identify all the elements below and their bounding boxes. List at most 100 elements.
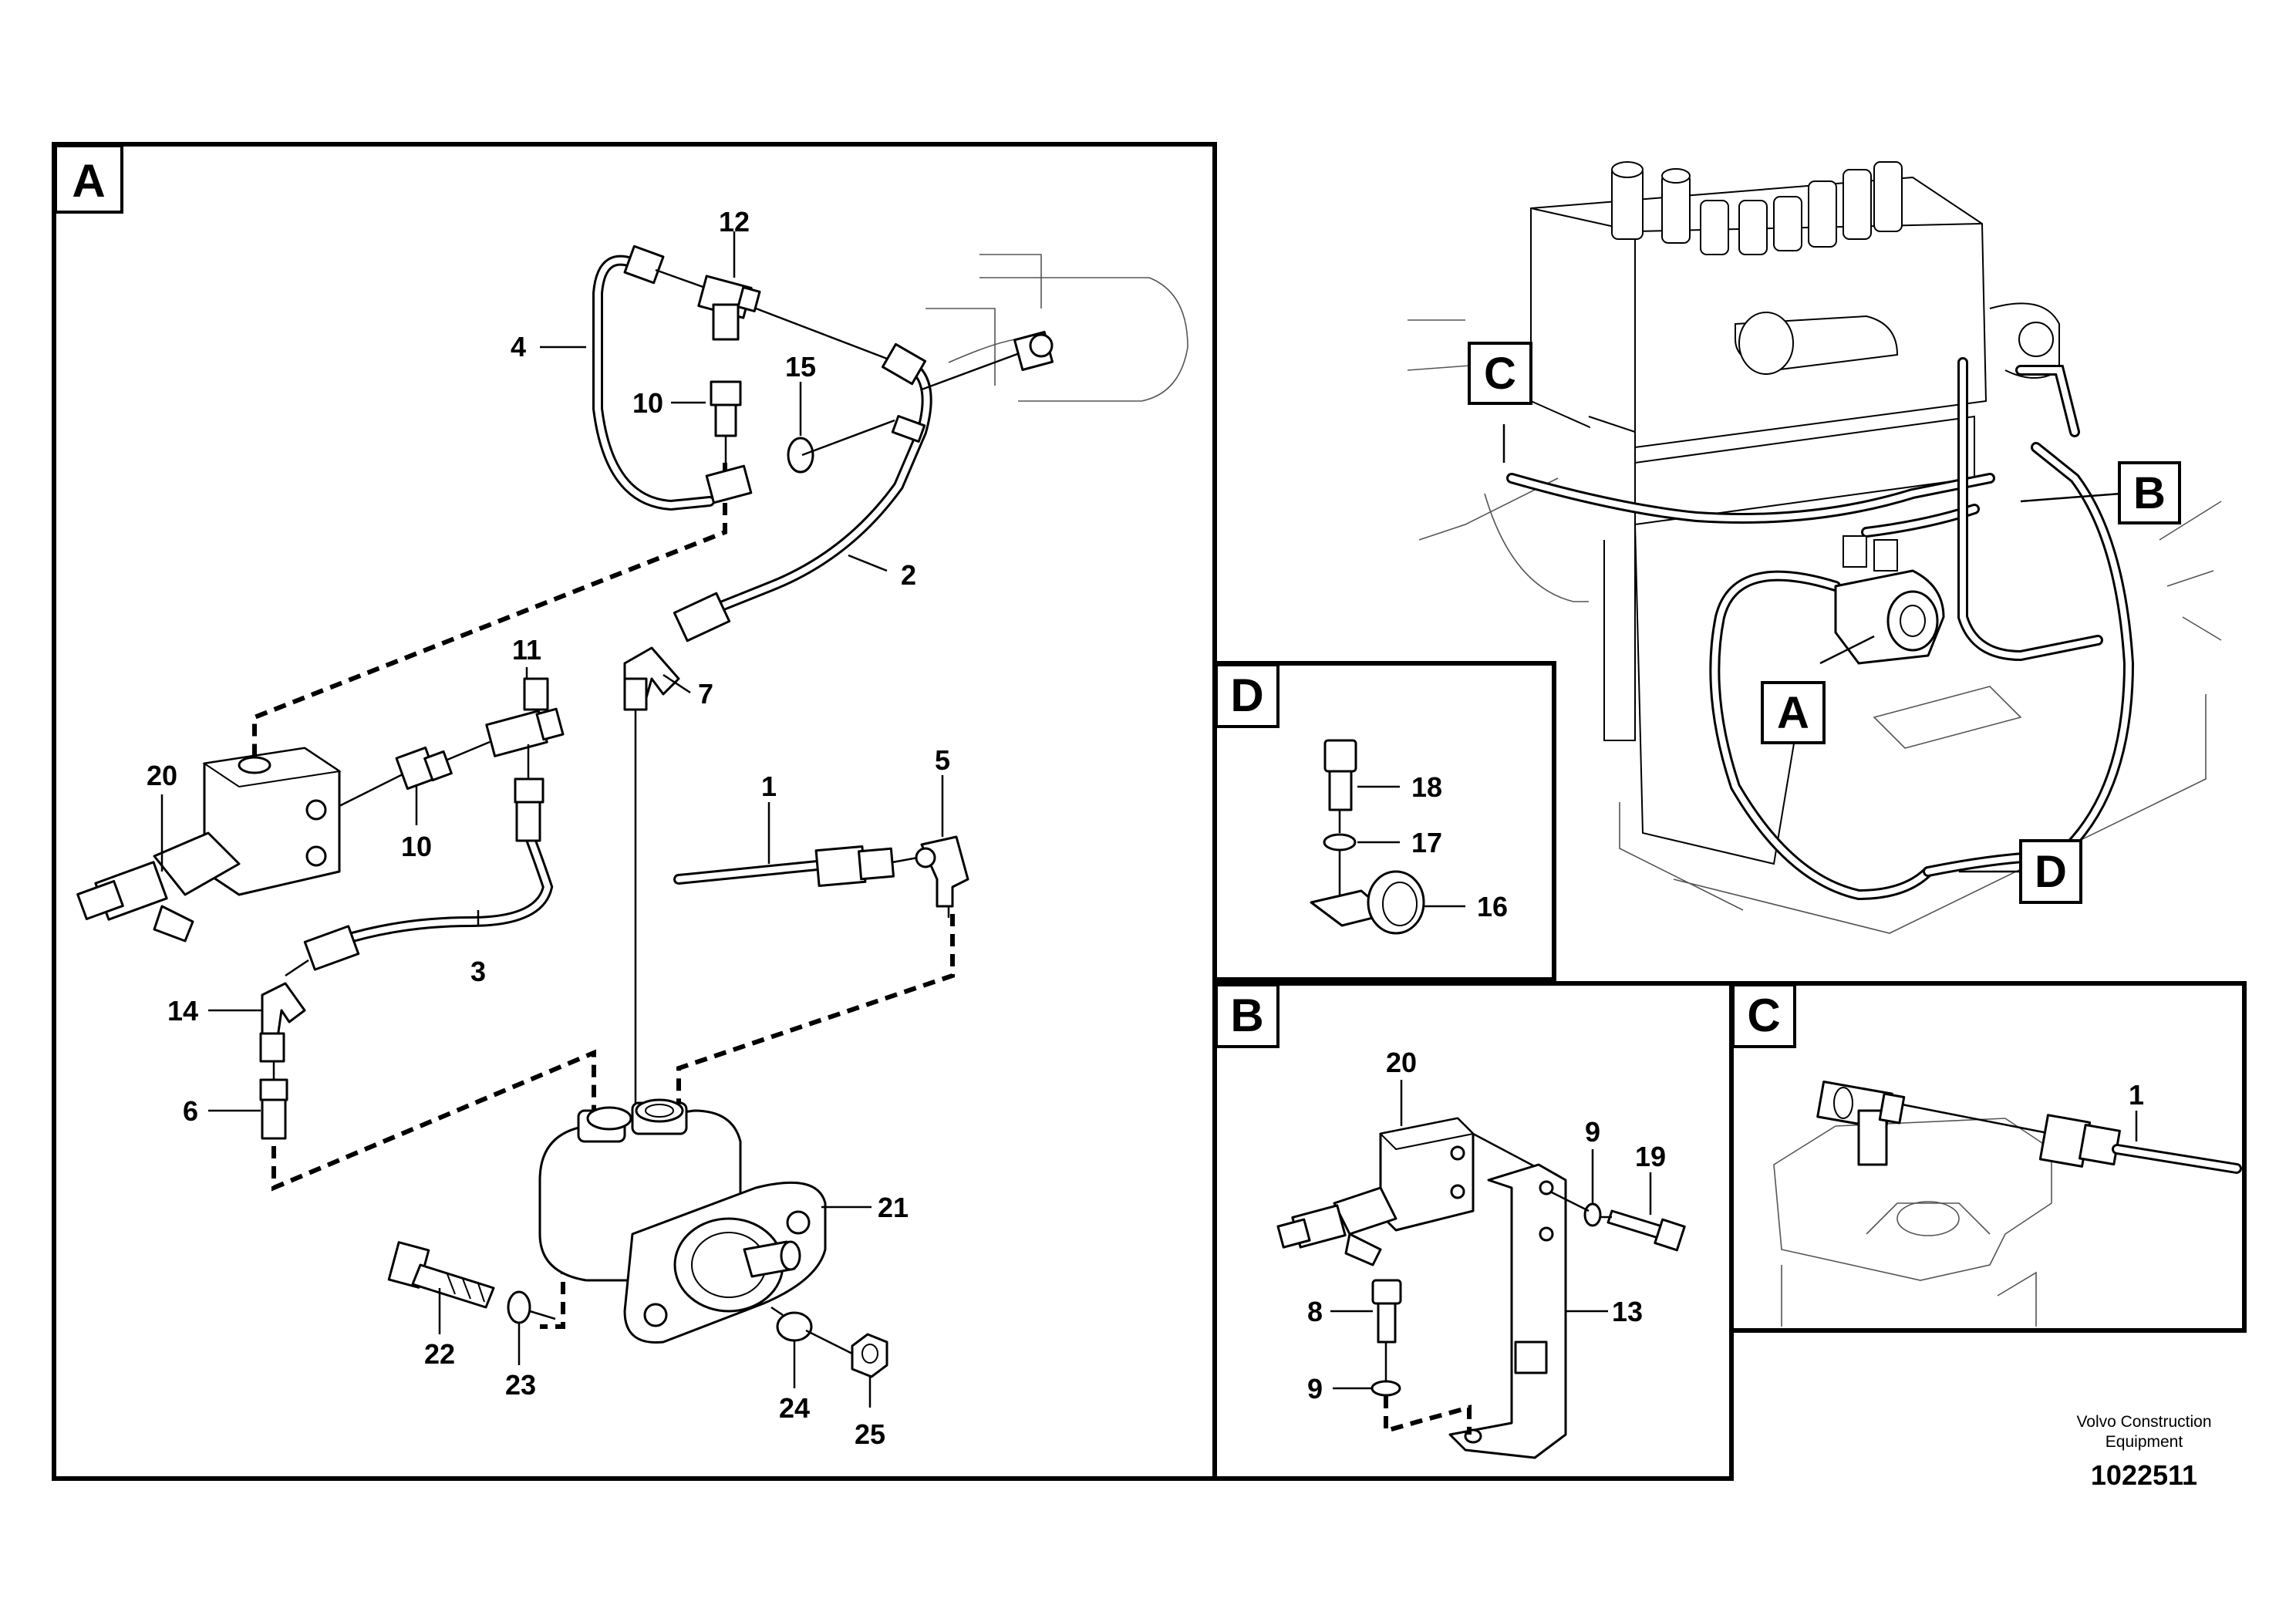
overview-letter-a: A: [1777, 688, 1809, 738]
hose-1-c: [2038, 1114, 2242, 1174]
hose-1-a: [673, 845, 895, 888]
callout-5: 5: [935, 744, 950, 776]
footer-company-line1: Volvo Construction: [2076, 1413, 2211, 1431]
solenoid-block-20-b: [1276, 1117, 1475, 1266]
callout-24: 24: [779, 1392, 810, 1424]
panel-a-corner-label: A: [54, 144, 123, 214]
callout-2: 2: [901, 559, 916, 591]
callout-3: 3: [470, 956, 486, 987]
line-21-to-24: [770, 1306, 784, 1317]
dashed-line-6-to-pump: [271, 1049, 596, 1192]
adapter-10-upper: [710, 380, 742, 437]
callout-1-c: 1: [2129, 1079, 2144, 1111]
callout-1-a: 1: [761, 771, 777, 802]
callout-19: 19: [1635, 1141, 1666, 1172]
bolt-18: [1323, 739, 1357, 811]
callout-25: 25: [855, 1418, 885, 1450]
callout-7: 7: [698, 678, 713, 710]
adapter-6: [259, 1078, 288, 1140]
panel-c-drawing: 1: [1773, 1079, 2242, 1327]
line-23-to-22: [529, 1310, 556, 1320]
washer-23: [507, 1290, 531, 1324]
elbow-5: [915, 835, 969, 908]
callout-14: 14: [167, 995, 198, 1027]
bolt-22: [387, 1241, 495, 1309]
line-2-to-machine: [921, 349, 1027, 391]
footer: Volvo Construction Equipment 1022511: [2076, 1413, 2211, 1491]
washer-9-lower: [1371, 1380, 1401, 1397]
overview-control-valve: [1530, 161, 2060, 865]
panel-a-drawing: [76, 244, 1188, 1378]
line-12-to-2: [751, 305, 888, 360]
callout-18: 18: [1411, 771, 1442, 803]
overview-callout-d: D: [1959, 839, 2082, 904]
panel-d-drawing: 18 17 16: [1310, 739, 1508, 935]
callout-20: 20: [147, 760, 177, 791]
callout-8: 8: [1307, 1296, 1323, 1327]
callout-9-upper: 9: [1585, 1116, 1600, 1148]
callout-16: 16: [1477, 891, 1508, 922]
washer-9-upper: [1583, 1202, 1602, 1227]
callout-13: 13: [1612, 1296, 1643, 1327]
overview-callout-c: C: [1468, 342, 1532, 463]
panel-d-frame: [1212, 661, 1556, 982]
line-1-to-5: [892, 856, 919, 864]
callout-22: 22: [424, 1338, 455, 1370]
adapter-10-lower: [395, 746, 453, 791]
solenoid-block-20: [76, 747, 342, 943]
overview-letter-c: C: [1484, 349, 1516, 399]
panel-b-drawing: 20 13 9 19 8 9: [1276, 1047, 1686, 1459]
overview-pump: [1834, 535, 1945, 665]
bolt-19: [1607, 1209, 1686, 1252]
fitting-machine-port: [1013, 331, 1054, 371]
hose-4: [592, 244, 753, 511]
overview-callout-a: A: [1761, 635, 1875, 744]
footer-company-line2: Equipment: [2106, 1433, 2183, 1451]
o-ring-15: [787, 437, 814, 474]
elbow-7: [623, 646, 680, 711]
nut-25: [851, 1333, 888, 1378]
line-10-to-11: [447, 740, 491, 761]
dashed-line-8-to-13: [1384, 1396, 1472, 1435]
washer-24: [776, 1311, 813, 1342]
callout-17: 17: [1411, 827, 1442, 858]
bolt-8: [1371, 1279, 1402, 1344]
clamp-16: [1310, 870, 1425, 935]
overview-letter-d: D: [2035, 847, 2067, 897]
callout-9-lower: 9: [1307, 1373, 1323, 1404]
panel-d-corner-label: D: [1215, 663, 1279, 728]
overview-hoses: [1506, 357, 2135, 901]
line-3-to-14: [285, 959, 309, 977]
overview-drawing: A B C D: [1407, 161, 2222, 934]
panel-d-letter: D: [1230, 669, 1263, 721]
panel-a-callouts: 12 4 10 15 2 7 11 20 10 3 14 6 1 5 21 22: [147, 206, 950, 1450]
panel-c-letter: C: [1747, 990, 1780, 1041]
callout-11: 11: [512, 634, 541, 666]
callout-20-b: 20: [1386, 1047, 1417, 1078]
line-15: [801, 419, 895, 457]
ghost-machine-outline: [925, 254, 1188, 402]
callout-23: 23: [505, 1369, 536, 1401]
callout-12: 12: [719, 206, 750, 238]
tee-fitting-11: [485, 677, 565, 757]
callout-4: 4: [511, 331, 526, 363]
hose-3: [303, 777, 554, 971]
hose-2: [673, 342, 932, 642]
line-4-to-12: [655, 268, 710, 291]
drawing-number: 1022511: [2091, 1459, 2197, 1491]
tee-fitting-12: [697, 275, 761, 341]
panel-a-letter: A: [72, 155, 105, 207]
washer-17: [1323, 833, 1357, 851]
overview-letter-b: B: [2133, 468, 2166, 518]
line-24-to-25: [805, 1329, 853, 1355]
callout-15: 15: [785, 351, 816, 383]
callout-10-lower: 10: [401, 831, 432, 862]
panel-c-corner-label: C: [1731, 983, 1796, 1048]
callout-6: 6: [183, 1095, 198, 1127]
line-20-to-10: [339, 770, 410, 808]
bracket-13: [1448, 1163, 1567, 1459]
callout-21: 21: [878, 1192, 909, 1223]
pump-21: [538, 1098, 827, 1344]
dashed-line-10-to-20: [252, 463, 727, 764]
panel-b-letter: B: [1230, 990, 1263, 1041]
